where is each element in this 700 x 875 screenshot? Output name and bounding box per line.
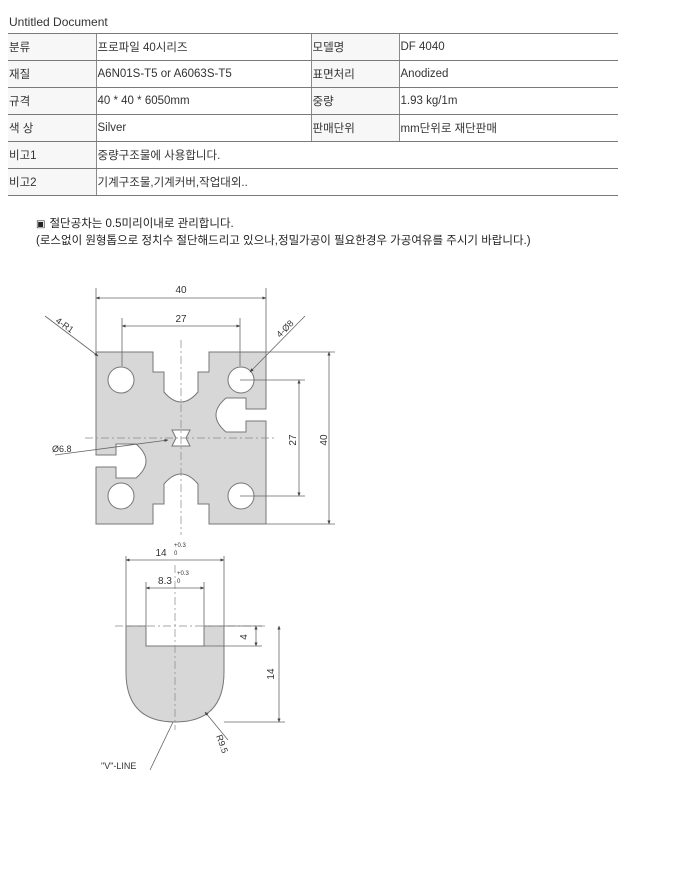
- v-line-label: "V"-LINE: [101, 761, 136, 771]
- slot-tol-inner: +0.3: [177, 571, 190, 577]
- label-weight: 중량: [310, 87, 399, 115]
- label-color: 색 상: [8, 114, 96, 142]
- value-note1: 중량구조물에 사용합니다.: [95, 141, 618, 169]
- hole-icon: [107, 366, 135, 394]
- dim-height: 40: [319, 434, 330, 446]
- table-row: 비고1 중량구조물에 사용합니다.: [8, 141, 618, 169]
- label-note2: 비고2: [8, 168, 96, 196]
- slot-dim-depth: 4: [239, 634, 250, 640]
- label-sales-unit: 판매단위: [310, 114, 399, 142]
- note-line-1: ▣절단공차는 0.5미리이내로 관리합니다.: [36, 216, 531, 233]
- dim-inner-width: 27: [175, 314, 187, 325]
- table-row: 분류 프로파일 40시리즈 모델명 DF 4040: [8, 33, 618, 61]
- note-line-2: (로스없이 원형톱으로 정치수 절단해드리고 있으나,정밀가공이 필요한경우 가…: [36, 235, 531, 247]
- square-bullet-icon: ▣: [36, 219, 46, 230]
- slot-dim-top: 14: [155, 548, 167, 559]
- label-note1: 비고1: [8, 141, 96, 169]
- value-sales-unit: mm단위로 재단판매: [398, 114, 618, 142]
- note-text-1: 절단공차는 0.5미리이내로 관리합니다.: [49, 218, 234, 230]
- document-title: Untitled Document: [9, 15, 108, 29]
- slot-dim-radius: R9.5: [214, 733, 230, 754]
- spec-table: 분류 프로파일 40시리즈 모델명 DF 4040 재질 A6N01S-T5 o…: [8, 33, 618, 196]
- table-row: 비고2 기계구조물,기계커버,작업대외..: [8, 168, 618, 196]
- label-surface: 표면처리: [310, 60, 399, 88]
- value-weight: 1.93 kg/1m: [398, 87, 618, 115]
- dim-corner-radius: 4-R1: [54, 315, 76, 334]
- slot-tol-top: +0.3: [174, 543, 187, 549]
- dim-width: 40: [175, 285, 187, 296]
- label-model: 모델명: [310, 33, 399, 61]
- slot-tol-inner-lower: 0: [177, 579, 181, 585]
- table-row: 규격 40 * 40 * 6050mm 중량 1.93 kg/1m: [8, 87, 618, 115]
- label-size: 규격: [8, 87, 96, 115]
- value-size: 40 * 40 * 6050mm: [95, 87, 311, 115]
- slot-tol-top-lower: 0: [174, 551, 178, 557]
- table-row: 색 상 Silver 판매단위 mm단위로 재단판매: [8, 114, 618, 142]
- value-model: DF 4040: [398, 33, 618, 61]
- slot-dim-inner: 8.3: [158, 576, 172, 587]
- slot-dim-height: 14: [266, 668, 277, 680]
- dim-inner-height: 27: [288, 434, 299, 446]
- value-category: 프로파일 40시리즈: [95, 33, 311, 61]
- value-surface: Anodized: [398, 60, 618, 88]
- cutting-notes: ▣절단공차는 0.5미리이내로 관리합니다. (로스없이 원형톱으로 정치수 절…: [36, 216, 531, 249]
- hole-icon: [107, 482, 135, 510]
- dim-center-diameter: Ø6.8: [52, 444, 72, 454]
- value-note2: 기계구조물,기계커버,작업대외..: [95, 168, 618, 196]
